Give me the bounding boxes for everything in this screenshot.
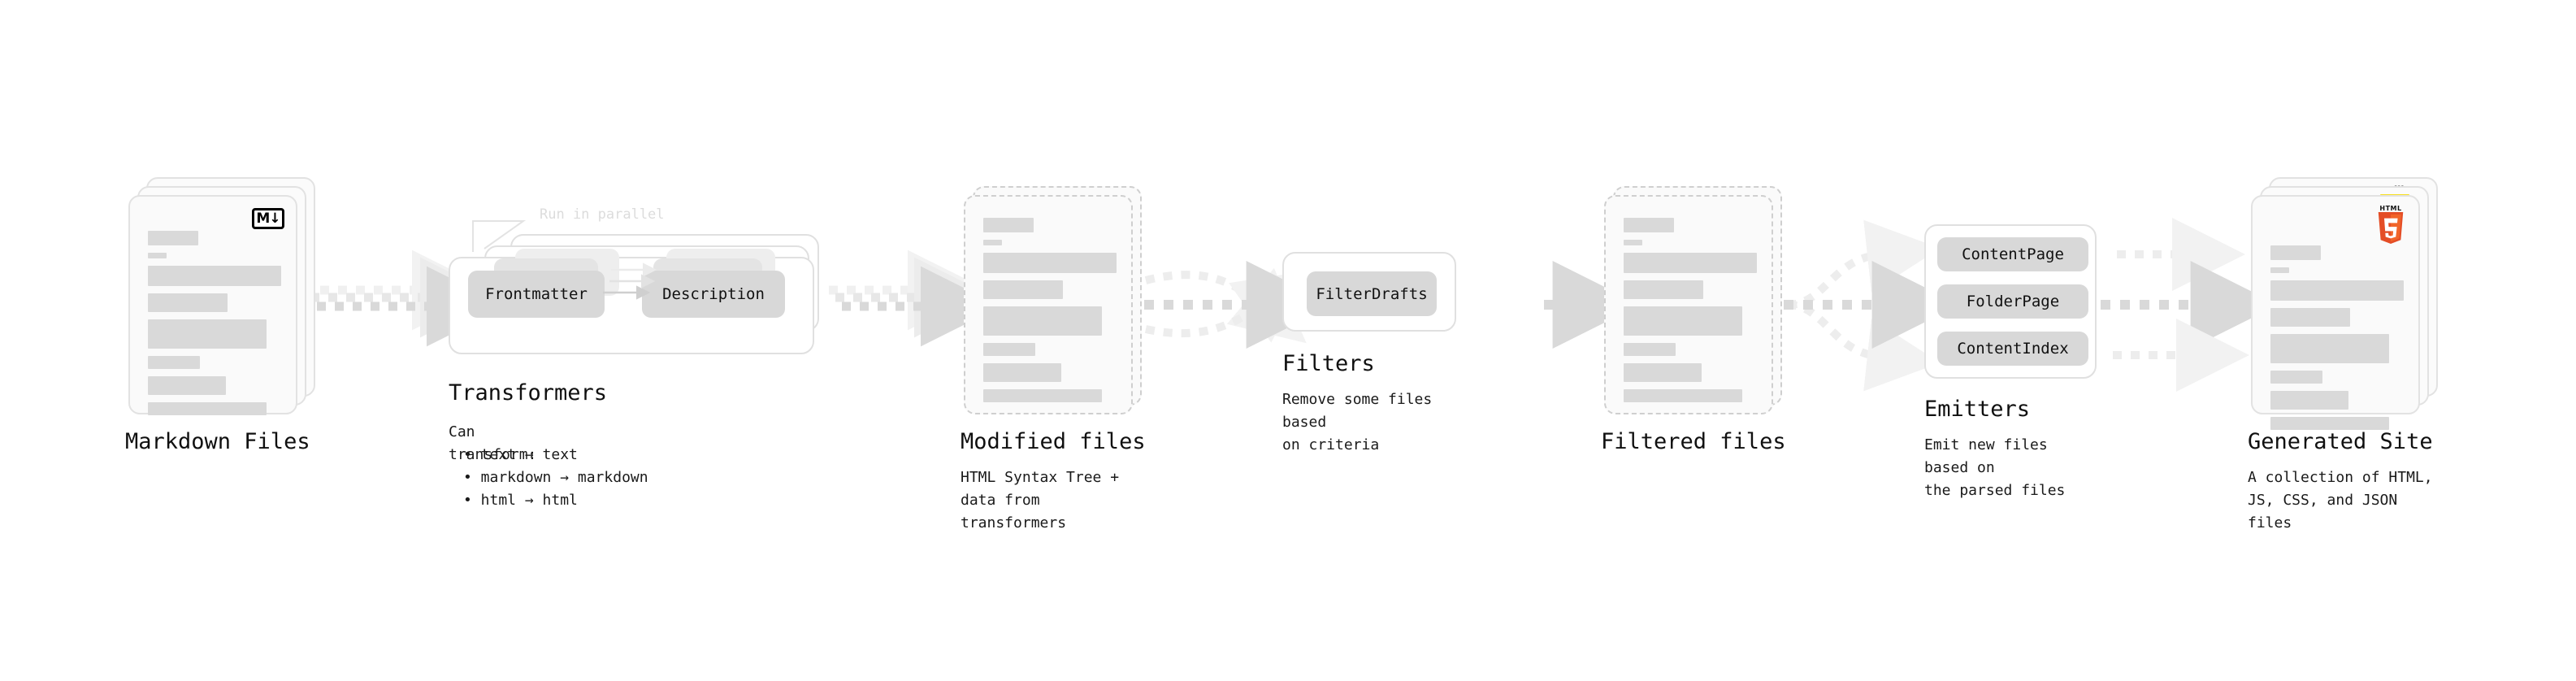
filtered-doc-sheet-front [1604, 195, 1773, 414]
run-in-parallel-label: Run in parallel [540, 206, 665, 223]
generated-site-stack: CSS HTML [2251, 177, 2438, 430]
content-bar [2270, 391, 2348, 410]
content-bar [2270, 267, 2289, 273]
stage-title-markdown-files: Markdown Files [125, 429, 310, 454]
arrow-markdown-to-transformers [302, 249, 507, 347]
content-bar [148, 376, 226, 395]
content-bar [148, 253, 167, 258]
modified-file-stack [964, 186, 1151, 416]
transformer-inner-arrows [603, 262, 657, 300]
emitter-pill-contentpage[interactable]: ContentPage [1937, 237, 2088, 271]
modified-files-subtitle: HTML Syntax Tree + data from transformer… [961, 469, 1120, 531]
markdown-badge: M↓ [252, 208, 284, 229]
content-bar [2270, 417, 2389, 430]
markdown-file-stack: M↓ M↓ M↓ [128, 177, 315, 416]
content-bar [2270, 280, 2404, 301]
content-bar [983, 218, 1034, 232]
transformer-pill-frontmatter[interactable]: Frontmatter [468, 271, 605, 318]
stage-title-filtered-files: Filtered files [1601, 429, 1786, 454]
stage-title-emitters: Emitters [1924, 397, 2031, 422]
emitters-container: ContentPage FolderPage ContentIndex [1924, 224, 2097, 379]
content-bar [148, 319, 267, 349]
content-bar [1624, 363, 1702, 382]
content-bar [148, 266, 281, 286]
generated-doc-sheet-front: HTML [2251, 195, 2420, 430]
content-bar [148, 231, 198, 245]
filtered-doc-content [1624, 218, 1757, 410]
content-bar [1624, 240, 1642, 245]
content-bar [983, 343, 1035, 356]
arrow-emitters-to-generated [2101, 218, 2279, 392]
transformers-bullet-item: • text → text [463, 446, 578, 463]
transformer-pill-description[interactable]: Description [642, 271, 785, 318]
filters-container: FilterDrafts [1282, 252, 1456, 332]
content-bar [148, 402, 267, 415]
content-bar [2270, 371, 2322, 384]
filtered-file-stack [1604, 186, 1791, 416]
filters-subtitle: Remove some files based on criteria [1282, 391, 1433, 453]
stage-title-generated-site: Generated Site [2248, 429, 2433, 454]
emitter-pill-folderpage[interactable]: FolderPage [1937, 284, 2088, 319]
content-bar [2270, 334, 2389, 363]
content-bar [1624, 389, 1742, 402]
arrow-transformers-to-modified [829, 249, 1001, 347]
html5-shield-icon [2378, 212, 2404, 245]
markdown-doc-sheet-front: M↓ [128, 195, 297, 415]
stage-emitters: ContentPage FolderPage ContentIndex Emit… [1924, 224, 2097, 499]
content-bar [983, 280, 1063, 299]
transformer-pill-label: Frontmatter [485, 285, 588, 303]
stage-title-modified-files: Modified files [961, 429, 1146, 454]
stage-title-transformers: Transformers [449, 380, 608, 406]
content-bar [983, 253, 1117, 273]
markdown-doc-content [148, 231, 281, 423]
stage-modified-files: Modified files HTML Syntax Tree + data f… [961, 186, 1151, 531]
html5-badge: HTML [2373, 205, 2409, 245]
transformer-pill-label: Description [662, 285, 765, 303]
content-bar [1624, 218, 1674, 232]
modified-doc-sheet-front [964, 195, 1133, 414]
content-bar [148, 293, 228, 312]
modified-doc-content [983, 218, 1117, 410]
content-bar [2270, 308, 2350, 327]
transformers-bullets: • text → text • markdown → markdown • ht… [463, 444, 648, 512]
emitter-pill-label: ContentIndex [1957, 340, 2069, 358]
transformers-bullet-item: • html → html [463, 492, 578, 509]
stage-filters: FilterDrafts Filters Remove some files b… [1282, 252, 1456, 453]
generated-site-subtitle: A collection of HTML, JS, CSS, and JSON … [2248, 469, 2433, 531]
content-bar [983, 306, 1102, 336]
run-in-parallel-leader [472, 220, 527, 252]
transformers-bullet-item: • markdown → markdown [463, 469, 648, 486]
filter-pill-filterdrafts[interactable]: FilterDrafts [1307, 271, 1437, 316]
filter-pill-label: FilterDrafts [1316, 284, 1428, 303]
emitter-pill-label: FolderPage [1966, 293, 2060, 310]
emitter-pill-label: ContentPage [1962, 245, 2064, 263]
stage-filtered-files: Filtered files [1601, 186, 1791, 454]
content-bar [983, 389, 1102, 402]
generated-doc-content [2270, 245, 2404, 437]
transformer-container-front: Frontmatter Description [449, 249, 814, 354]
stage-title-filters: Filters [1282, 351, 1375, 376]
stage-generated-site: CSS HTML [2248, 177, 2438, 531]
emitter-pill-contentindex[interactable]: ContentIndex [1937, 332, 2088, 366]
content-bar [2270, 245, 2321, 260]
stage-markdown-files: M↓ M↓ M↓ Markdown Files [125, 177, 315, 454]
html5-badge-label: HTML [2379, 205, 2402, 212]
content-bar [1624, 306, 1742, 336]
transformers-subtitle: Can transform: [449, 423, 537, 463]
content-bar [983, 363, 1061, 382]
arrow-filtered-to-emitters [1784, 219, 1960, 392]
content-bar [148, 356, 200, 369]
arrow-modified-to-filters [1144, 261, 1334, 349]
content-bar [1624, 280, 1703, 299]
content-bar [983, 240, 1002, 245]
emitters-subtitle: Emit new files based on the parsed files [1924, 436, 2066, 499]
content-bar [1624, 343, 1676, 356]
content-bar [1624, 253, 1757, 273]
